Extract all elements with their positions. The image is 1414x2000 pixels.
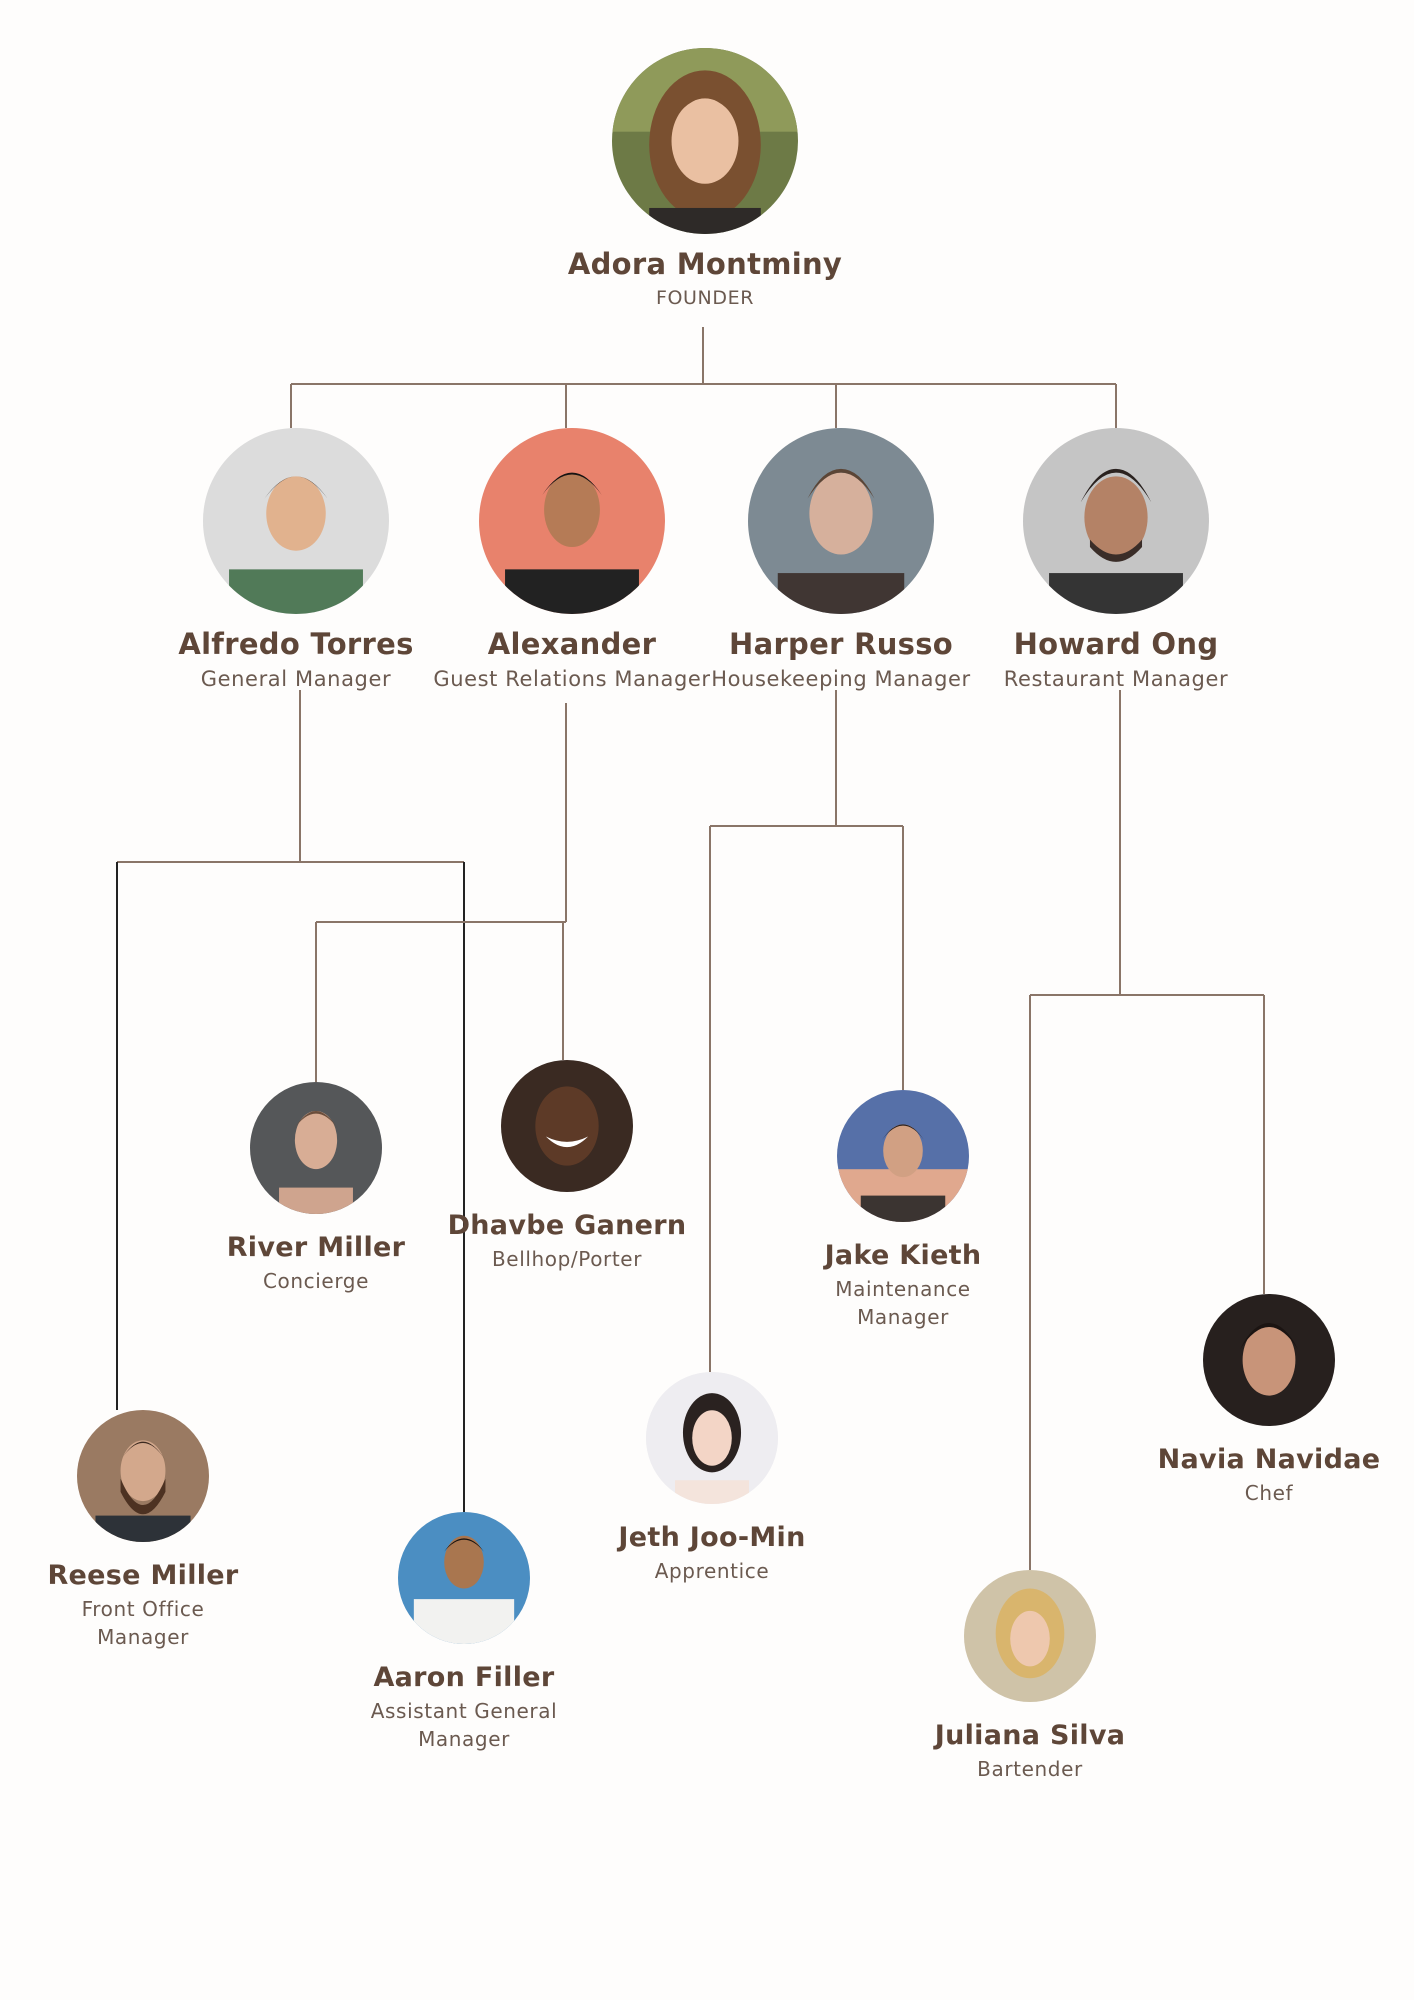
person-role: Guest Relations Manager bbox=[433, 667, 711, 692]
person-name: Jeth Joo-Min bbox=[618, 1522, 806, 1553]
staff-node: Jake Kieth Maintenance Manager bbox=[743, 1090, 1063, 1332]
avatar bbox=[1203, 1294, 1335, 1426]
person-name: Reese Miller bbox=[47, 1560, 239, 1591]
avatar bbox=[250, 1082, 382, 1214]
person-name: Juliana Silva bbox=[934, 1720, 1126, 1751]
person-name: Harper Russo bbox=[729, 627, 953, 661]
staff-node: Aaron Filler Assistant General Manager bbox=[304, 1512, 624, 1754]
person-role: Assistant General Manager bbox=[370, 1699, 558, 1752]
avatar bbox=[398, 1512, 530, 1644]
person-name: Howard Ong bbox=[1013, 627, 1219, 661]
staff-node: Navia Navidae Chef bbox=[1109, 1294, 1414, 1507]
person-role: Housekeeping Manager bbox=[711, 667, 971, 692]
person-role: Restaurant Manager bbox=[1003, 667, 1229, 692]
person-role: Bartender bbox=[977, 1757, 1083, 1782]
person-role: General Manager bbox=[200, 667, 392, 692]
person-role: Maintenance Manager bbox=[835, 1277, 971, 1330]
manager-node: Alexander Guest Relations Manager bbox=[412, 428, 732, 695]
avatar bbox=[479, 428, 665, 614]
founder-node: Adora Montminy FOUNDER bbox=[545, 48, 865, 312]
person-role: Front Office Manager bbox=[81, 1597, 205, 1650]
avatar bbox=[612, 48, 798, 234]
person-role: FOUNDER bbox=[655, 287, 755, 310]
manager-node: Harper Russo Housekeeping Manager bbox=[681, 428, 1001, 695]
staff-node: Reese Miller Front Office Manager bbox=[0, 1410, 303, 1652]
avatar bbox=[964, 1570, 1096, 1702]
person-role: Concierge bbox=[262, 1269, 369, 1294]
manager-node: Howard Ong Restaurant Manager bbox=[956, 428, 1276, 695]
avatar bbox=[646, 1372, 778, 1504]
person-name: Dhavbe Ganern bbox=[447, 1210, 687, 1241]
staff-node: River Miller Concierge bbox=[156, 1082, 476, 1295]
person-name: Adora Montminy bbox=[567, 247, 843, 281]
avatar bbox=[77, 1410, 209, 1542]
avatar bbox=[837, 1090, 969, 1222]
person-name: Alfredo Torres bbox=[178, 627, 414, 661]
staff-node: Dhavbe Ganern Bellhop/Porter bbox=[407, 1060, 727, 1273]
avatar bbox=[748, 428, 934, 614]
manager-node: Alfredo Torres General Manager bbox=[136, 428, 456, 695]
person-name: Alexander bbox=[487, 627, 657, 661]
connector-founder-managers bbox=[290, 327, 1117, 428]
staff-node: Jeth Joo-Min Apprentice bbox=[552, 1372, 872, 1585]
connector-harper-branch bbox=[709, 690, 904, 1372]
person-name: Jake Kieth bbox=[824, 1240, 982, 1271]
person-name: Aaron Filler bbox=[373, 1662, 555, 1693]
avatar bbox=[1023, 428, 1209, 614]
connector-howard-branch bbox=[1029, 690, 1265, 1570]
avatar bbox=[203, 428, 389, 614]
person-role: Bellhop/Porter bbox=[491, 1247, 643, 1272]
person-name: River Miller bbox=[226, 1232, 406, 1263]
staff-node: Juliana Silva Bartender bbox=[870, 1570, 1190, 1783]
connector-alexander-branch bbox=[315, 703, 567, 1082]
connector-alfredo-branch bbox=[117, 690, 464, 863]
person-role: Apprentice bbox=[654, 1559, 770, 1584]
avatar bbox=[501, 1060, 633, 1192]
person-role: Chef bbox=[1244, 1481, 1294, 1506]
person-name: Navia Navidae bbox=[1157, 1444, 1381, 1475]
